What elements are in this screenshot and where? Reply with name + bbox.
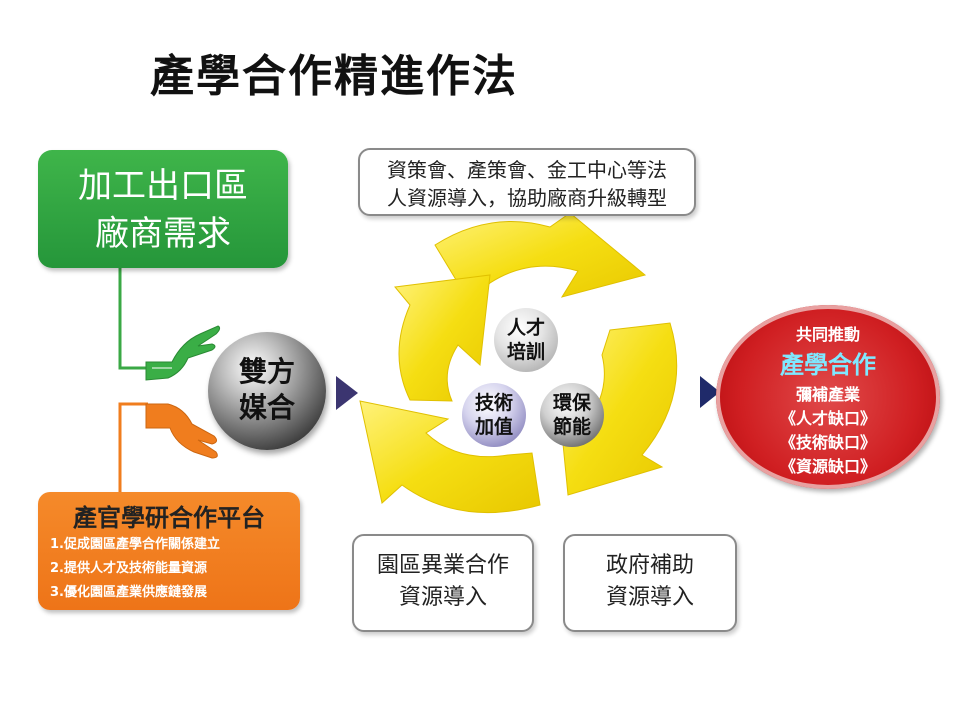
outcome-line1: 共同推動 [795, 325, 860, 344]
tech-line1: 技術 [474, 392, 513, 414]
page-title: 產學合作精進作法 [150, 51, 518, 102]
outcome-line4: 《人才缺口》 [779, 409, 876, 428]
recycle-cycle-icon [359, 212, 678, 513]
government-subsidy-callout: 政府補助 資源導入 [563, 534, 737, 632]
outcome-circle: 共同推動 產學合作 彌補產業 《人才缺口》 《技術缺口》 《資源缺口》 [716, 305, 940, 489]
demand-box-line2: 廠商需求 [95, 214, 231, 254]
br-callout-line2: 資源導入 [605, 585, 694, 610]
match-sphere-label: 雙方 媒合 [208, 354, 326, 426]
cross-industry-callout: 園區異業合作 資源導入 [352, 534, 534, 632]
outcome-line5: 《技術缺口》 [779, 433, 876, 452]
arrow-right-icon [700, 376, 720, 408]
talent-line2: 培訓 [506, 341, 545, 363]
tech-value-sphere: 技術 加值 [462, 383, 526, 447]
br-callout-line1: 政府補助 [605, 553, 694, 578]
platform-item: 1.促成園區產學合作關係建立 [50, 537, 220, 552]
top-callout-line1: 資策會、產策會、金工中心等法 [387, 158, 667, 182]
legal-resources-callout: 資策會、產策會、金工中心等法 人資源導入，協助廠商升級轉型 [358, 148, 696, 216]
green-hand-icon [145, 325, 221, 381]
orange-connector [118, 402, 148, 492]
eco-line2: 節能 [552, 416, 591, 438]
match-sphere-line1: 雙方 [238, 355, 295, 388]
eco-line1: 環保 [552, 392, 591, 414]
demand-box: 加工出口區 廠商需求 [38, 150, 288, 268]
bl-callout-line1: 園區異業合作 [376, 553, 509, 578]
top-callout-line2: 人資源導入，協助廠商升級轉型 [387, 186, 667, 210]
demand-box-line1: 加工出口區 [78, 166, 248, 206]
bl-callout-line2: 資源導入 [398, 585, 487, 610]
platform-item: 3.優化園區產業供應鏈發展 [50, 585, 207, 600]
talent-line1: 人才 [506, 317, 545, 339]
tech-line2: 加值 [474, 416, 513, 438]
match-sphere: 雙方 媒合 [208, 332, 326, 450]
outcome-line6: 《資源缺口》 [779, 457, 876, 476]
talent-training-sphere: 人才 培訓 [494, 308, 558, 372]
match-sphere-line2: 媒合 [238, 391, 295, 424]
outcome-line3: 彌補產業 [795, 385, 860, 404]
outcome-highlight: 產學合作 [780, 351, 876, 379]
green-connector [118, 268, 148, 370]
eco-energy-sphere: 環保 節能 [540, 383, 604, 447]
platform-box-title: 產官學研合作平台 [73, 504, 265, 532]
orange-hand-icon [145, 403, 218, 459]
arrow-right-icon [336, 376, 358, 410]
platform-item: 2.提供人才及技術能量資源 [50, 561, 207, 576]
platform-box: 產官學研合作平台 1.促成園區產學合作關係建立 2.提供人才及技術能量資源 3.… [38, 492, 300, 610]
